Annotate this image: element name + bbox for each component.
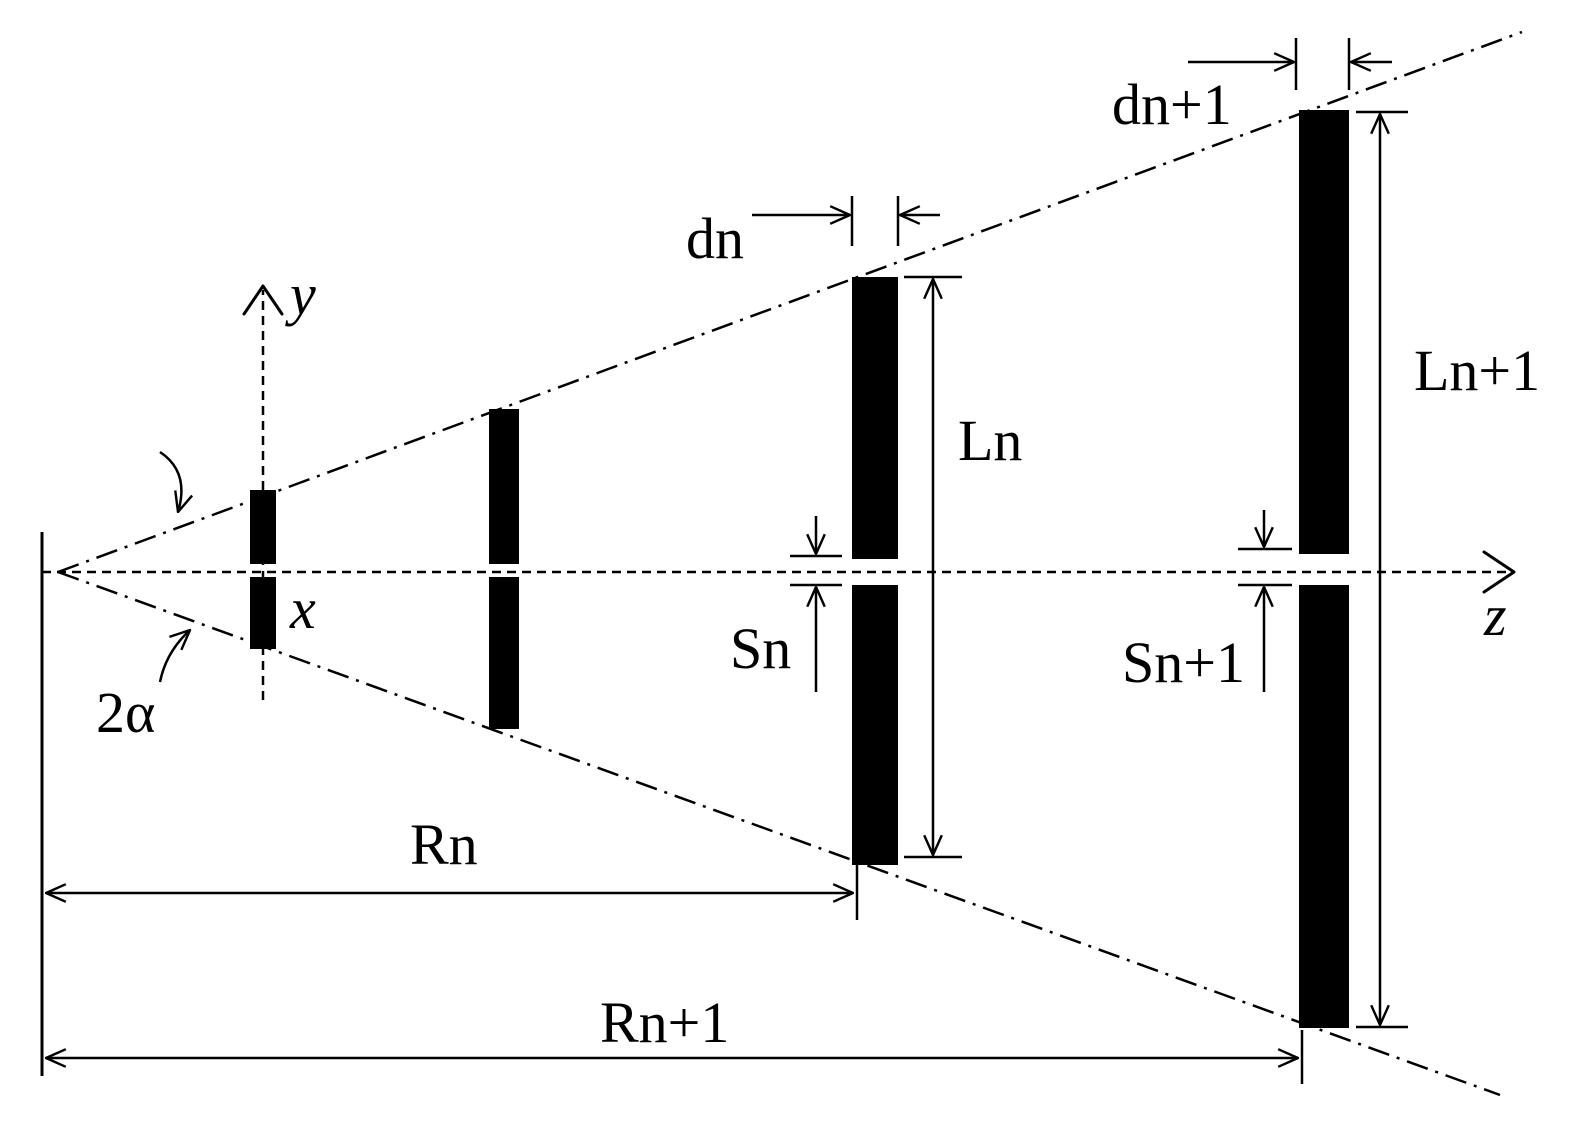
dipole-n-lower — [852, 585, 898, 865]
ln1-label: Ln+1 — [1414, 338, 1540, 403]
dn-label: dn — [686, 206, 744, 271]
rn-label: Rn — [410, 812, 478, 877]
lower-boundary-line — [57, 570, 1501, 1097]
z-axis-arrowhead — [1482, 550, 1516, 594]
dn1-label: dn+1 — [1112, 72, 1232, 137]
dipole-2-upper — [489, 409, 519, 564]
y-axis-arrowhead — [242, 284, 284, 316]
upper-boundary-line — [57, 30, 1523, 574]
dipole-2-lower — [489, 577, 519, 729]
x-axis-label: x — [289, 576, 316, 641]
angle-arrow-lower — [158, 630, 190, 683]
sn-label: Sn — [730, 616, 791, 681]
angle-arrow-upper — [159, 450, 181, 512]
z-axis-label: z — [1483, 583, 1507, 648]
sn1-label: Sn+1 — [1122, 630, 1245, 695]
y-axis-label: y — [285, 262, 316, 327]
angle-label: 2α — [96, 680, 155, 745]
rn1-label: Rn+1 — [600, 990, 729, 1055]
dipole-n-upper — [852, 277, 898, 559]
dipole-n1-upper — [1299, 110, 1349, 554]
dipole-1-upper — [250, 490, 276, 564]
ln-label: Ln — [958, 408, 1022, 473]
dipole-1-lower — [250, 577, 276, 649]
dipole-n1-lower — [1299, 585, 1349, 1028]
